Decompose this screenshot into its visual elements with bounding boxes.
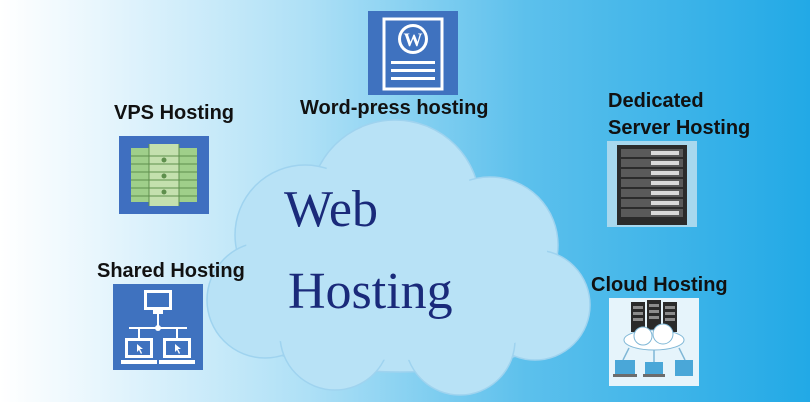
server-rack-icon — [119, 136, 209, 219]
vps-label: VPS Hosting — [114, 102, 235, 124]
shared-network-icon — [113, 284, 203, 375]
wordpress-label: Word-press hosting — [300, 97, 489, 119]
shared-label: Shared Hosting — [97, 260, 245, 282]
cloud-hosting-label: Cloud Hosting — [591, 274, 728, 296]
cloud-title-line1: Web — [284, 181, 378, 238]
cloud-servers-icon — [609, 298, 699, 391]
dedicated-server-icon — [607, 141, 697, 232]
dedicated-label-line2: Server Hosting — [608, 117, 751, 139]
svg-text:W: W — [404, 30, 423, 51]
dedicated-label-line1: Dedicated — [608, 90, 704, 112]
wordpress-icon: W — [368, 11, 458, 100]
cloud-title-line2: Hosting — [288, 263, 453, 320]
